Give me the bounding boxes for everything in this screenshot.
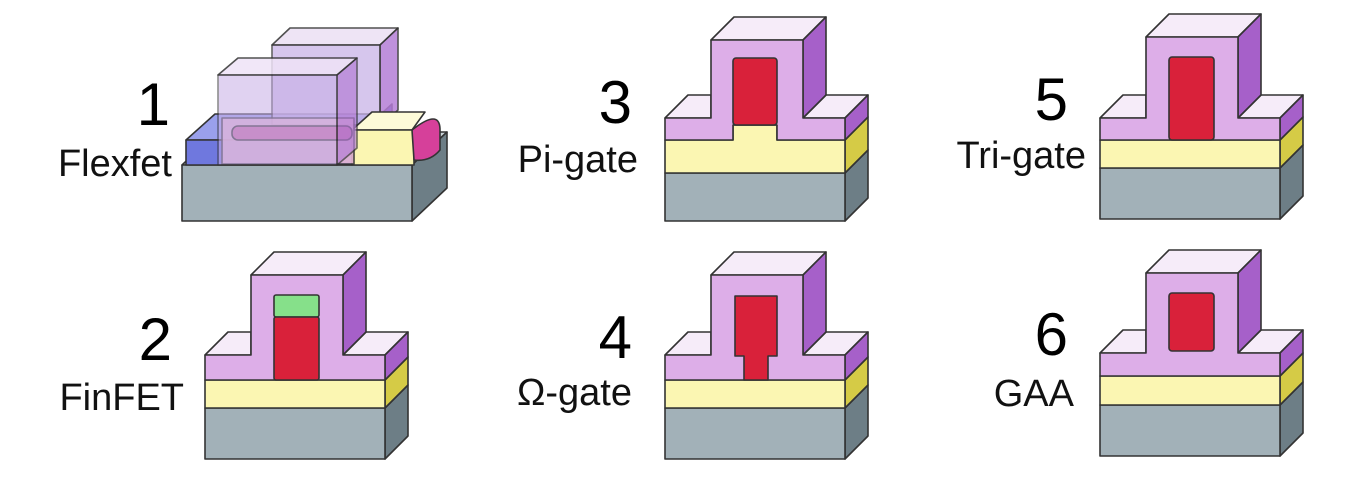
flexfet-substrate-front (181, 164, 413, 222)
device-label-flexfet: Flexfet (58, 143, 172, 185)
gaa-channel (1168, 292, 1215, 352)
flexfet-front-box-front (217, 74, 338, 166)
device-omega-gate: 4 Ω-gate (517, 251, 869, 460)
device-number-4: 4 (599, 304, 632, 371)
device-number-6: 6 (1035, 301, 1068, 368)
device-label-omega-gate: Ω-gate (517, 372, 632, 414)
trigate-substrate-front (1099, 167, 1281, 220)
device-label-gaa: GAA (994, 373, 1075, 415)
omegagate-substrate-front (664, 407, 846, 460)
pigate-gate-ledge-left (664, 94, 712, 119)
device-number-1: 1 (137, 71, 170, 138)
device-label-pi-gate: Pi-gate (518, 139, 638, 181)
finfet-oxide-front (204, 379, 386, 409)
flexfet-back-box-top (271, 27, 399, 46)
finfet-hardmask (273, 294, 320, 318)
device-label-tri-gate: Tri-gate (956, 135, 1086, 177)
flexfet-front-box-side (336, 57, 358, 166)
device-flexfet: 1 Flexfet (58, 27, 448, 222)
pigate-substrate-front (664, 172, 846, 222)
device-label-finfet: FinFET (59, 377, 184, 419)
gaa-oxide-front (1099, 375, 1281, 406)
finfet-channel (273, 316, 320, 381)
device-number-5: 5 (1035, 66, 1068, 133)
flexfet-front-box-top (217, 57, 358, 76)
flexfet-source-front (351, 129, 415, 166)
gaa-substrate-front (1099, 404, 1281, 457)
device-number-3: 3 (599, 69, 632, 136)
trigate-channel (1168, 56, 1215, 141)
gaa-gate-ledge-left (1099, 329, 1147, 354)
finfet-gate-ledge-left (204, 331, 252, 356)
device-tri-gate: 5 Tri-gate (956, 13, 1304, 220)
trigate-gate-ledge-left (1099, 94, 1147, 119)
device-finfet: 2 FinFET (59, 251, 409, 460)
omegagate-gate-ledge-left (664, 331, 712, 356)
device-gaa: 6 GAA (994, 249, 1304, 457)
omegagate-oxide-front (664, 379, 846, 409)
device-pi-gate: 3 Pi-gate (518, 16, 869, 222)
finfet-substrate-front (204, 407, 386, 460)
flexfet-pink-channel-end (411, 118, 441, 162)
trigate-oxide-front (1099, 139, 1281, 169)
pigate-channel (732, 57, 778, 126)
omegagate-channel (734, 295, 778, 381)
device-number-2: 2 (139, 306, 172, 373)
